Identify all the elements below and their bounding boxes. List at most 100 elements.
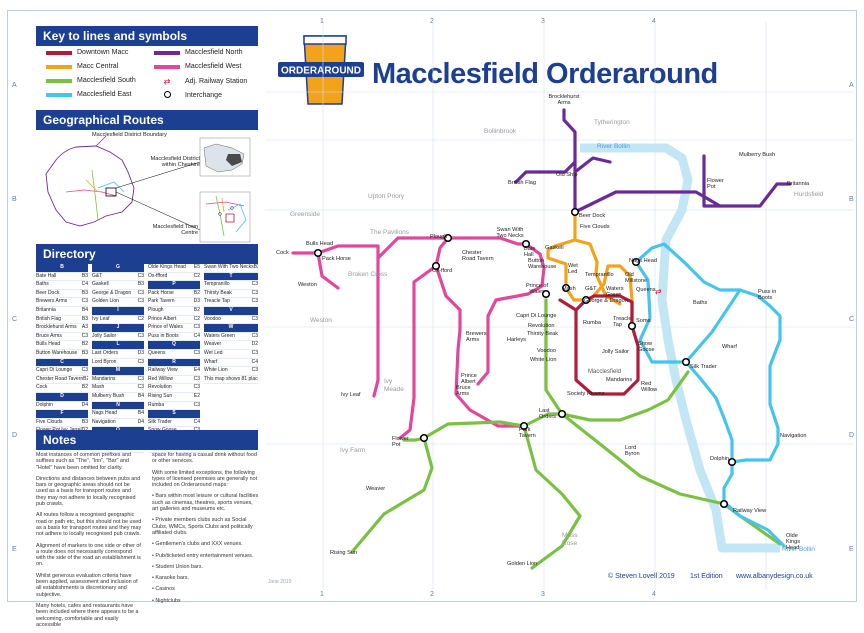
station-label: Capri Di Lounge bbox=[516, 313, 557, 319]
directory-letter: M bbox=[92, 367, 144, 376]
directory-name: Jolly Sailor bbox=[92, 332, 117, 339]
directory-grid-ref: C3 bbox=[193, 401, 200, 408]
station-label: Button Warehouse bbox=[528, 258, 557, 270]
route-map: ⇄ bbox=[265, 22, 854, 590]
station-label: Soma bbox=[636, 318, 651, 324]
station-label: White Lion bbox=[530, 357, 557, 363]
key-label: Macc Central bbox=[77, 63, 119, 70]
river-label: River Bollin bbox=[597, 143, 630, 150]
directory-letter: P bbox=[148, 281, 200, 290]
key-heading: Key to lines and symbols bbox=[36, 26, 258, 46]
directory-name: G&T bbox=[92, 272, 103, 279]
directory-grid-ref: B3 bbox=[81, 418, 88, 425]
station-label: Voodoo bbox=[537, 348, 556, 354]
directory-name: Beer Dock bbox=[36, 289, 60, 296]
note-paragraph: Most instances of common prefixes and su… bbox=[36, 452, 131, 471]
station-label: Puss in Boots bbox=[758, 289, 777, 301]
station-label: Ivy Leaf bbox=[341, 392, 361, 398]
directory-name: Rising Sun bbox=[148, 392, 173, 399]
directory-name: Swan With Two Necks bbox=[204, 264, 254, 270]
key-item-interchange: Interchange bbox=[154, 91, 222, 100]
station-label: Brewers Arms bbox=[466, 331, 487, 343]
directory-name: Prince Albert bbox=[148, 315, 177, 322]
key-item-railway: ⇄Adj. Railway Station bbox=[154, 77, 248, 86]
directory-name: Revolution bbox=[148, 384, 172, 391]
directory-name: Navigation bbox=[92, 418, 116, 425]
grid-col-2-bottom: 2 bbox=[430, 591, 434, 598]
directory-letter: R bbox=[148, 358, 200, 368]
station-label: Red Willow bbox=[641, 381, 658, 393]
station-label: Waters Green bbox=[606, 286, 624, 298]
directory-name: Wet Led bbox=[204, 349, 223, 356]
note-paragraph: • Pub/ticketed entry entertainment venue… bbox=[152, 552, 254, 559]
directory-grid-ref: C4 bbox=[251, 358, 258, 365]
logo-text: ORDERAROUND bbox=[281, 66, 361, 77]
station-label: Prince Albert bbox=[461, 373, 477, 385]
directory-name: Dolphin bbox=[36, 401, 53, 408]
key-label: Macclesfield West bbox=[185, 63, 242, 70]
directory-letter: S bbox=[148, 410, 200, 419]
directory-name: Mash bbox=[92, 384, 105, 391]
station-label: Gaskell bbox=[545, 245, 564, 251]
directory-grid-ref: B3 bbox=[81, 349, 88, 356]
station-label: Bulls Head bbox=[306, 241, 334, 247]
key-item-south: Macclesfield South bbox=[46, 77, 136, 84]
note-paragraph: • Student Union bars. bbox=[152, 563, 204, 570]
note-paragraph: Alignment of markers to one side or othe… bbox=[36, 542, 141, 568]
station-label: Revolution bbox=[528, 323, 555, 329]
directory-name: Prince of Wales bbox=[148, 324, 183, 331]
website-link[interactable]: www.albanydesign.co.uk bbox=[736, 573, 813, 580]
station-label: Tempranillo bbox=[585, 272, 614, 278]
station-label: Plough bbox=[430, 234, 448, 240]
directory-grid-ref: C3 bbox=[251, 315, 258, 322]
directory-name: Q bbox=[172, 341, 176, 348]
station-label: Dolphin bbox=[710, 456, 729, 462]
line-swatch bbox=[154, 50, 180, 55]
directory-name: Queens bbox=[148, 349, 166, 356]
station-label: Silk Trader bbox=[690, 364, 717, 370]
directory-name: Tempranillo bbox=[204, 281, 230, 288]
station-label: Society Rooms bbox=[567, 391, 605, 397]
directory-heading: Directory bbox=[36, 244, 258, 264]
directory-grid-ref: C2 bbox=[193, 315, 200, 322]
directory-grid-ref: C3 bbox=[81, 367, 88, 374]
directory-grid-ref: C3 bbox=[81, 298, 88, 305]
grid-row-b: B bbox=[12, 196, 17, 203]
directory-grid-ref: B2 bbox=[81, 384, 88, 391]
station-label: Old Millstone bbox=[625, 272, 648, 284]
district-boundary bbox=[45, 145, 135, 227]
grid-col-4: 4 bbox=[652, 18, 656, 25]
directory-grid-ref: D4 bbox=[81, 401, 88, 408]
directory-grid-ref: C4 bbox=[193, 418, 200, 425]
directory-letter: L bbox=[92, 341, 144, 350]
directory-name: This map shows 81 places. bbox=[204, 375, 258, 382]
station-label: Flower Pot bbox=[392, 436, 409, 448]
town-centre-inset bbox=[199, 191, 251, 243]
grid-row-e-right: E bbox=[849, 546, 854, 553]
station-label: Bate Hall bbox=[524, 246, 536, 258]
directory-grid-ref: C2 bbox=[193, 272, 200, 279]
directory-grid-ref: C3 bbox=[251, 332, 258, 339]
notes-column-2: space for having a casual drink without … bbox=[152, 452, 260, 609]
directory-column: Swan With Two NecksB3TTempranilloC3Thirs… bbox=[204, 264, 258, 385]
directory-name: Olde Kings Head bbox=[148, 264, 186, 270]
note-paragraph: Whilst generous evaluation criteria have… bbox=[36, 572, 138, 598]
